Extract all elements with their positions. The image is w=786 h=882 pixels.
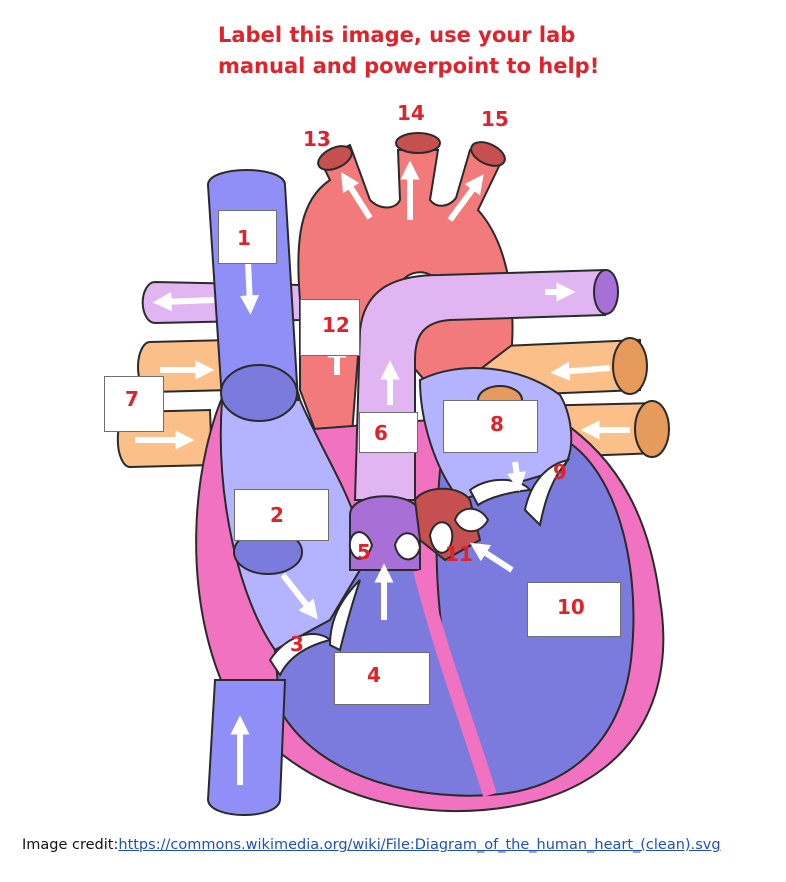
image-credit-link[interactable]: https://commons.wikimedia.org/wiki/File:… [118, 837, 720, 853]
label-number-15: 15 [481, 109, 509, 129]
image-credit-prefix: Image credit: [22, 837, 118, 853]
label-number-2: 2 [270, 505, 284, 525]
label-number-8: 8 [490, 414, 504, 434]
label-number-9: 9 [553, 462, 567, 482]
label-number-3: 3 [290, 634, 304, 654]
label-number-12: 12 [322, 315, 350, 335]
label-number-11: 11 [445, 544, 473, 564]
label-box-6[interactable] [359, 412, 418, 453]
label-number-5: 5 [357, 542, 371, 562]
label-number-6: 6 [374, 423, 388, 443]
label-number-10: 10 [557, 597, 585, 617]
label-number-4: 4 [367, 665, 381, 685]
label-number-7: 7 [125, 389, 139, 409]
label-box-4[interactable] [334, 652, 430, 705]
label-number-14: 14 [397, 103, 425, 123]
label-number-1: 1 [237, 228, 251, 248]
image-credit: Image credit:https://commons.wikimedia.o… [22, 837, 721, 853]
label-number-13: 13 [303, 129, 331, 149]
